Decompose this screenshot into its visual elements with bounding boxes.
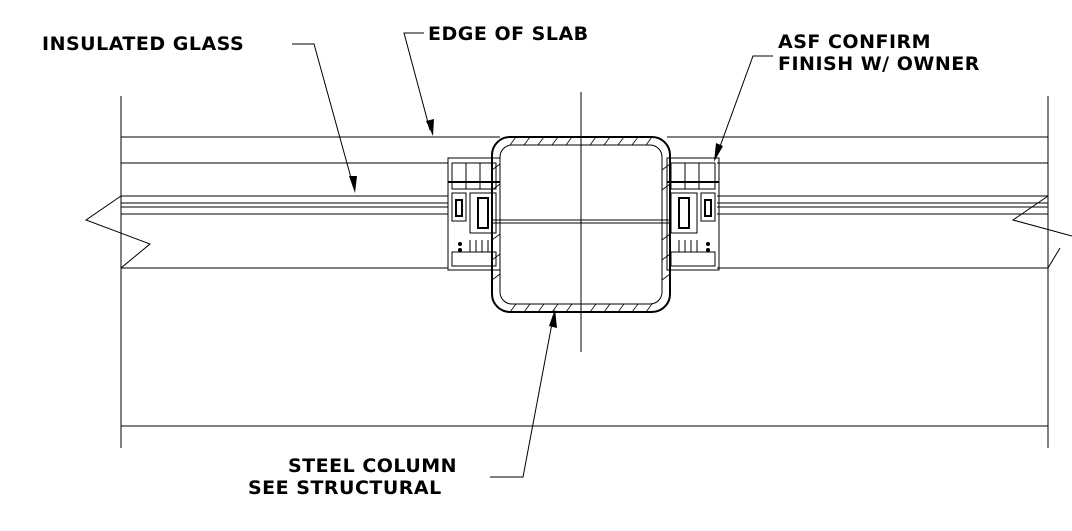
label-asf-confirm: ASF CONFIRM xyxy=(778,31,931,53)
leader-asf xyxy=(714,55,773,162)
label-see-structural: SEE STRUCTURAL xyxy=(248,477,442,499)
leader-steel-column xyxy=(490,309,557,478)
break-line-right xyxy=(1011,195,1072,237)
leader-edge-of-slab xyxy=(403,32,434,136)
mullion-right xyxy=(666,157,720,271)
label-finish-owner: FINISH W/ OWNER xyxy=(778,53,980,75)
insulated-glass-right xyxy=(717,195,1048,215)
mullion-left xyxy=(447,157,501,271)
insulated-glass-left xyxy=(121,195,448,215)
slab-edge-lines xyxy=(121,136,1048,427)
label-insulated-glass: INSULATED GLASS xyxy=(42,33,244,55)
leader-insulated-glass xyxy=(292,43,357,193)
label-steel-column: STEEL COLUMN xyxy=(288,455,457,477)
break-line-left xyxy=(84,195,151,269)
label-edge-of-slab: EDGE OF SLAB xyxy=(428,23,589,45)
